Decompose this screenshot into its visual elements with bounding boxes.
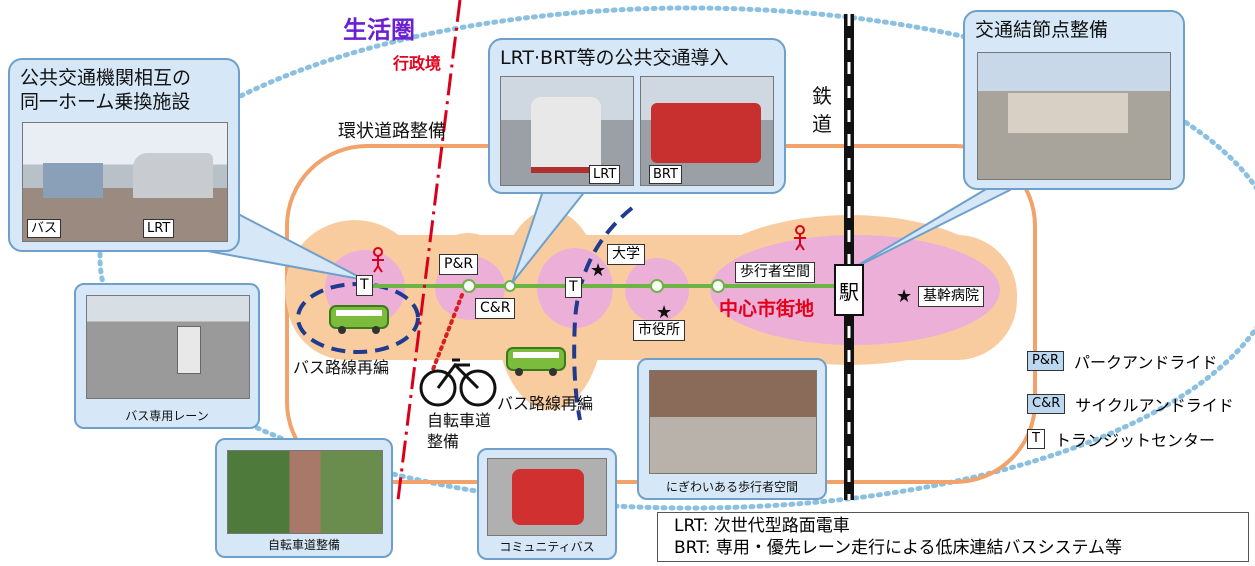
tag-bus: バス	[27, 219, 62, 238]
pedestrian-space-label: 歩行者空間	[735, 262, 815, 283]
bicycle-icon	[419, 358, 497, 407]
svg-text:★: ★	[590, 260, 606, 281]
photo-building-shape	[1008, 93, 1128, 133]
callout-node-title: 交通結節点整備	[975, 19, 1109, 41]
station-box: 駅	[834, 264, 864, 316]
callout-platform-title: 公共交通機関相互の 同一ホーム乗換施設	[20, 67, 192, 113]
ring-road-label: 環状道路整備	[338, 121, 446, 142]
bus-icon-1	[329, 305, 389, 334]
university-label: 大学	[607, 244, 645, 265]
caption-bus-lane: バス専用レーン	[125, 409, 209, 423]
tag-lrt-2: LRT	[589, 165, 621, 184]
bus-icon-2	[506, 347, 566, 376]
thumb-bus-lane: バス専用レーン	[74, 283, 260, 429]
transit-center-marker-1: T	[356, 275, 373, 296]
bus-reorg-label-1: バス路線再編	[293, 358, 390, 377]
bike-path	[430, 293, 464, 374]
thumb-bike-road: 自転車道整備	[215, 438, 393, 558]
photo-bike-road	[227, 450, 383, 534]
legend-t: T トランジットセンター	[1027, 428, 1215, 450]
pedestrian-icon-2	[794, 225, 806, 251]
callout-lrtbrt-title: LRT·BRT等の公共交通導入	[500, 47, 729, 69]
svg-text:★: ★	[656, 302, 672, 323]
photo-station-square	[977, 52, 1171, 180]
legend-pr: P&R パークアンドライド	[1027, 350, 1217, 372]
caption-community-bus: コミュニティバス	[499, 540, 595, 554]
legend-key-pr: P&R	[1027, 351, 1065, 371]
legend-cr: C&R サイクルアンドライド	[1027, 393, 1234, 415]
photo-bus-lane-bus	[177, 326, 201, 374]
note-lrt: LRT: 次世代型路面電車	[674, 516, 850, 536]
photo-community-bus	[487, 458, 607, 536]
photo-bus-lane	[86, 295, 250, 399]
thumb-community-bus: コミュニティバス	[477, 448, 617, 560]
photo-tram-shape	[133, 153, 213, 198]
photo-lrt: LRT	[500, 76, 634, 186]
photo-brt-shape	[651, 103, 761, 163]
tag-lrt: LRT	[143, 219, 175, 238]
bus-route-line	[572, 206, 634, 421]
thumb-pedestrian: にぎわいある歩行者空間	[637, 358, 827, 500]
pedestrian-icon-1	[372, 247, 384, 273]
legend-key-cr: C&R	[1027, 394, 1066, 414]
photo-bus-shape	[43, 163, 103, 198]
tag-brt: BRT	[649, 165, 682, 184]
legend-key-t: T	[1027, 429, 1045, 449]
photo-lrt-shape	[531, 97, 601, 173]
legend-text-t: トランジットセンター	[1054, 431, 1215, 450]
notes-box: LRT: 次世代型路面電車 BRT: 専用・優先レーン走行による低床連結バスシス…	[657, 512, 1249, 562]
photo-brt: BRT	[640, 76, 774, 186]
park-and-ride-label: P&R	[439, 254, 479, 275]
stops	[462, 279, 725, 293]
legend-text-pr: パークアンドライド	[1074, 353, 1218, 372]
legend-text-cr: サイクルアンドライド	[1075, 396, 1234, 415]
bike-road-label: 自転車道 整備	[427, 411, 492, 451]
callout-lrt-brt: LRT·BRT等の公共交通導入 LRT BRT	[488, 38, 786, 194]
seikatsuken-label: 生活圏	[343, 16, 415, 44]
caption-bike-road: 自転車道整備	[267, 538, 340, 552]
callout-node: 交通結節点整備	[963, 10, 1185, 190]
admin-border	[396, 0, 462, 501]
transit-center-marker-2: T	[565, 277, 582, 298]
hospital-label: 基幹病院	[918, 286, 984, 307]
caption-pedestrian: にぎわいある歩行者空間	[665, 480, 798, 494]
photo-pedestrian	[649, 370, 817, 474]
bus-reorg-label-2: バス路線再編	[497, 394, 594, 413]
gyoseikyo-label: 行政境	[393, 54, 442, 73]
city-hall-label: 市役所	[633, 320, 685, 341]
svg-text:★: ★	[896, 286, 912, 307]
callout-platform-transfer: 公共交通機関相互の 同一ホーム乗換施設 バス LRT	[8, 58, 240, 252]
photo-platform: バス LRT	[22, 122, 228, 242]
stars: ★ ★ ★	[590, 260, 912, 323]
railway-label: 鉄 道	[812, 84, 832, 136]
photo-community-bus-shape	[512, 469, 584, 525]
living-sphere-ellipse	[97, 5, 1255, 511]
cycle-and-ride-label: C&R	[475, 298, 516, 319]
city-center-label: 中心市街地	[719, 298, 815, 320]
note-brt: BRT: 専用・優先レーン走行による低床連結バスシステム等	[674, 538, 1123, 558]
